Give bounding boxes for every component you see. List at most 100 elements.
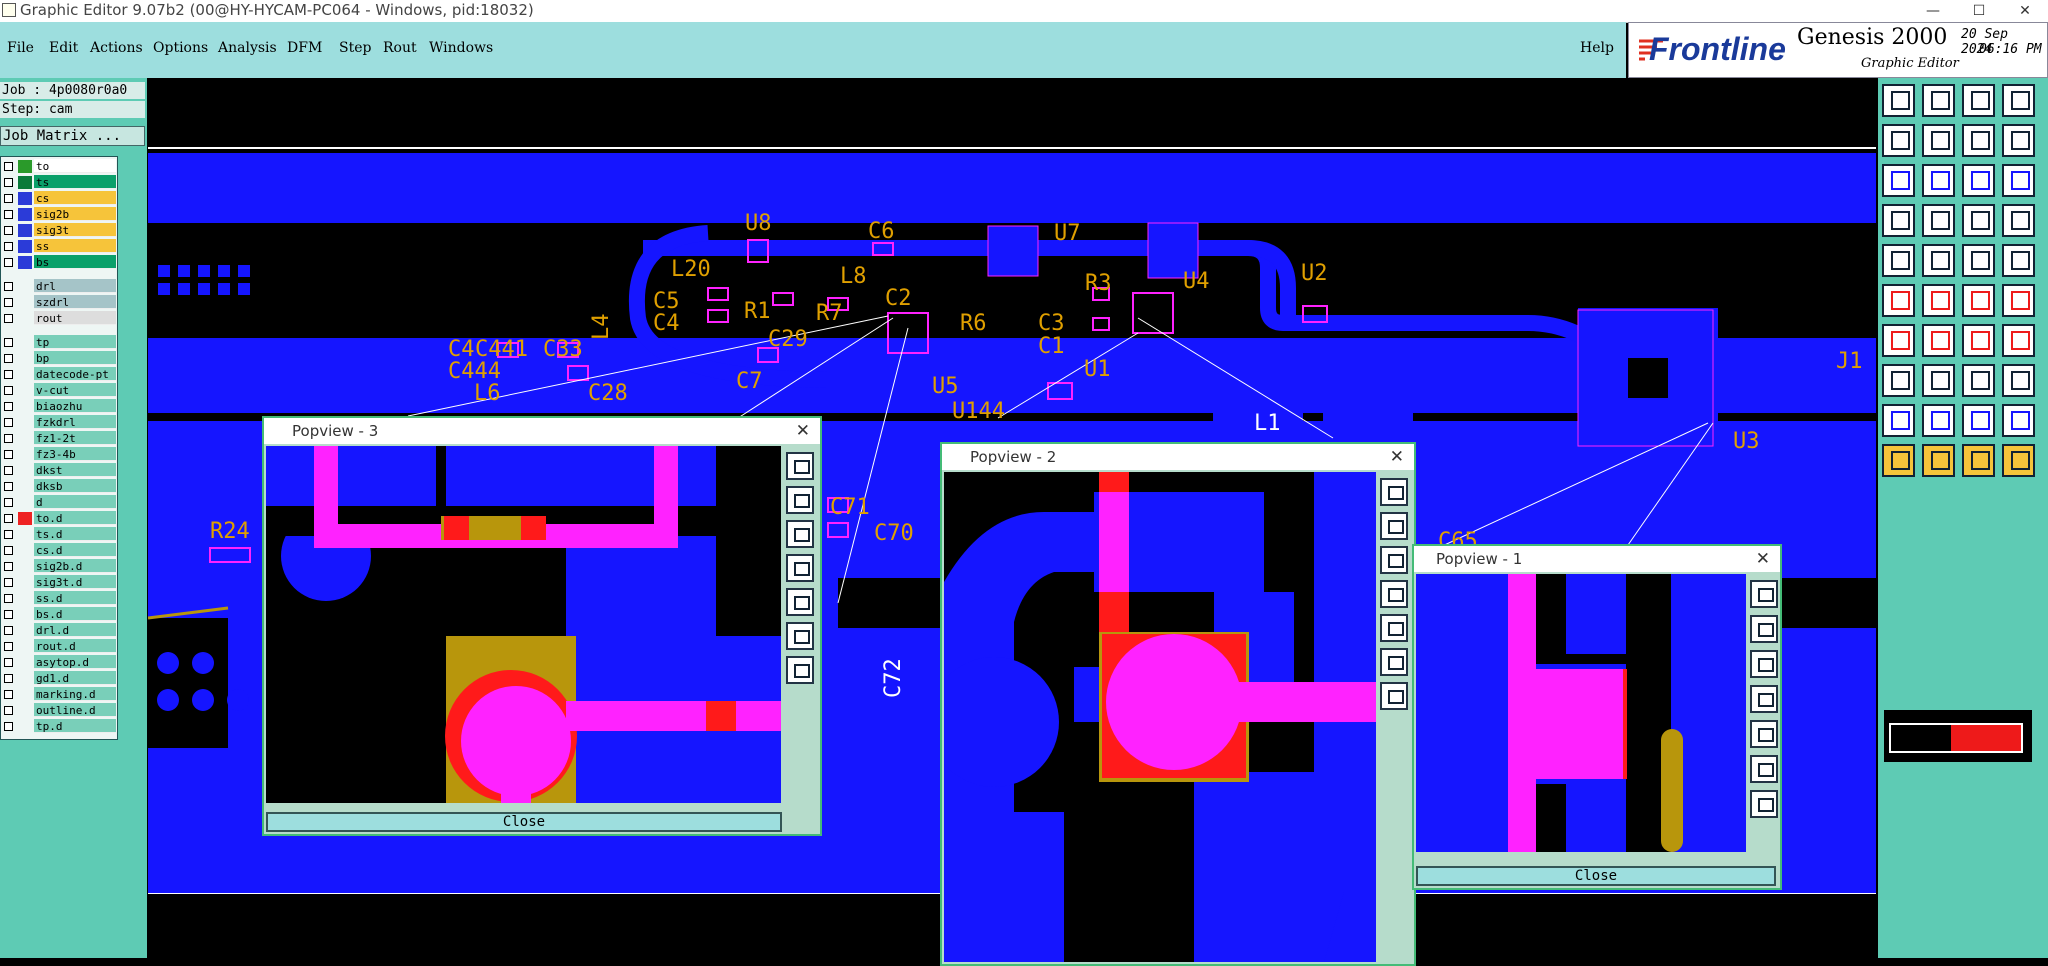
popview-2-tool-6[interactable]	[1380, 682, 1408, 710]
job-matrix-button[interactable]: Job Matrix ...	[0, 126, 145, 146]
layer-checkbox[interactable]	[4, 338, 13, 347]
tool-button-5-0[interactable]	[1882, 284, 1915, 317]
tool-button-0-1[interactable]	[1922, 84, 1955, 117]
tool-button-5-2[interactable]	[1962, 284, 1995, 317]
layer-name[interactable]: to	[34, 159, 116, 173]
tool-button-9-1[interactable]	[1922, 444, 1955, 477]
layer-row-dksb[interactable]: dksb	[1, 479, 117, 494]
layer-checkbox[interactable]	[4, 562, 13, 571]
layer-checkbox[interactable]	[4, 594, 13, 603]
tool-button-3-3[interactable]	[2002, 204, 2035, 237]
window-close-button[interactable]: ✕	[2019, 3, 2031, 19]
layer-name[interactable]: bp	[34, 351, 116, 365]
layer-row-bs[interactable]: bs	[1, 255, 117, 270]
tool-button-4-0[interactable]	[1882, 244, 1915, 277]
popview-1-tool-6[interactable]	[1750, 790, 1778, 818]
layer-row-ss[interactable]: ss	[1, 239, 117, 254]
tool-button-5-3[interactable]	[2002, 284, 2035, 317]
layer-row-szdrl[interactable]: szdrl	[1, 295, 117, 310]
menu-help[interactable]: Help	[1580, 40, 1614, 56]
popview-1-tool-5[interactable]	[1750, 755, 1778, 783]
layer-checkbox[interactable]	[4, 610, 13, 619]
layer-checkbox[interactable]	[4, 658, 13, 667]
layer-row-tp-d[interactable]: tp.d	[1, 719, 117, 734]
layer-checkbox[interactable]	[4, 194, 13, 203]
layer-name[interactable]: sig2b	[34, 207, 116, 221]
popview-1-tool-2[interactable]	[1750, 650, 1778, 678]
layer-name[interactable]: asytop.d	[34, 655, 116, 669]
menu-windows[interactable]: Windows	[429, 40, 494, 56]
maximize-button[interactable]: ☐	[1972, 3, 1986, 19]
layer-checkbox[interactable]	[4, 466, 13, 475]
menu-rout[interactable]: Rout	[383, 40, 417, 56]
layer-checkbox[interactable]	[4, 314, 13, 323]
layer-checkbox[interactable]	[4, 482, 13, 491]
layer-row-drl[interactable]: drl	[1, 279, 117, 294]
popview-2-tool-4[interactable]	[1380, 614, 1408, 642]
popview-3-tool-2[interactable]	[786, 520, 814, 548]
layer-row-bs-d[interactable]: bs.d	[1, 607, 117, 622]
popview-1-close-icon[interactable]: ✕	[1755, 549, 1770, 569]
layer-checkbox[interactable]	[4, 298, 13, 307]
tool-button-4-2[interactable]	[1962, 244, 1995, 277]
layer-name[interactable]: marking.d	[34, 687, 116, 701]
layer-checkbox[interactable]	[4, 258, 13, 267]
layer-checkbox[interactable]	[4, 226, 13, 235]
layer-name[interactable]: biaozhu	[34, 399, 116, 413]
tool-button-0-2[interactable]	[1962, 84, 1995, 117]
layer-checkbox[interactable]	[4, 674, 13, 683]
tool-button-2-0[interactable]	[1882, 164, 1915, 197]
layer-name[interactable]: gd1.d	[34, 671, 116, 685]
layer-name[interactable]: szdrl	[34, 295, 116, 309]
layer-row-sig2b[interactable]: sig2b	[1, 207, 117, 222]
layer-name[interactable]: ss.d	[34, 591, 116, 605]
layer-checkbox[interactable]	[4, 722, 13, 731]
tool-button-8-3[interactable]	[2002, 404, 2035, 437]
layer-row-marking-d[interactable]: marking.d	[1, 687, 117, 702]
layer-checkbox[interactable]	[4, 546, 13, 555]
layer-row-bp[interactable]: bp	[1, 351, 117, 366]
tool-button-1-1[interactable]	[1922, 124, 1955, 157]
tool-button-7-2[interactable]	[1962, 364, 1995, 397]
tool-button-8-2[interactable]	[1962, 404, 1995, 437]
layer-checkbox[interactable]	[4, 578, 13, 587]
layer-name[interactable]: tp	[34, 335, 116, 349]
tool-button-2-1[interactable]	[1922, 164, 1955, 197]
layer-checkbox[interactable]	[4, 418, 13, 427]
tool-button-4-1[interactable]	[1922, 244, 1955, 277]
tool-button-7-1[interactable]	[1922, 364, 1955, 397]
layer-name[interactable]: cs	[34, 191, 116, 205]
layer-row-ss-d[interactable]: ss.d	[1, 591, 117, 606]
menu-step[interactable]: Step	[339, 40, 372, 56]
layer-name[interactable]: ts	[34, 175, 116, 189]
layer-name[interactable]: fz1-2t	[34, 431, 116, 445]
tool-button-2-3[interactable]	[2002, 164, 2035, 197]
layer-name[interactable]: sig2b.d	[34, 559, 116, 573]
layer-name[interactable]: tp.d	[34, 719, 116, 733]
layer-row-rout-d[interactable]: rout.d	[1, 639, 117, 654]
layer-checkbox[interactable]	[4, 642, 13, 651]
popview-2-tool-2[interactable]	[1380, 546, 1408, 574]
layer-name[interactable]: ts.d	[34, 527, 116, 541]
tool-button-8-1[interactable]	[1922, 404, 1955, 437]
layer-row-datecode-pt[interactable]: datecode-pt	[1, 367, 117, 382]
tool-button-6-0[interactable]	[1882, 324, 1915, 357]
layer-row-to-d[interactable]: to.d	[1, 511, 117, 526]
layer-row-sig3t-d[interactable]: sig3t.d	[1, 575, 117, 590]
layer-name[interactable]: sig3t	[34, 223, 116, 237]
layer-name[interactable]: to.d	[34, 511, 116, 525]
popview-3-tool-6[interactable]	[786, 656, 814, 684]
layer-checkbox[interactable]	[4, 386, 13, 395]
popview-3-tool-1[interactable]	[786, 486, 814, 514]
layer-row-drl-d[interactable]: drl.d	[1, 623, 117, 638]
layer-name[interactable]: drl	[34, 279, 116, 293]
layer-name[interactable]: dksb	[34, 479, 116, 493]
popview-3-tool-3[interactable]	[786, 554, 814, 582]
tool-button-3-1[interactable]	[1922, 204, 1955, 237]
tool-button-8-0[interactable]	[1882, 404, 1915, 437]
tool-button-3-2[interactable]	[1962, 204, 1995, 237]
menu-options[interactable]: Options	[153, 40, 209, 56]
popview-1-tool-4[interactable]	[1750, 720, 1778, 748]
tool-button-1-2[interactable]	[1962, 124, 1995, 157]
layer-row-ts-d[interactable]: ts.d	[1, 527, 117, 542]
